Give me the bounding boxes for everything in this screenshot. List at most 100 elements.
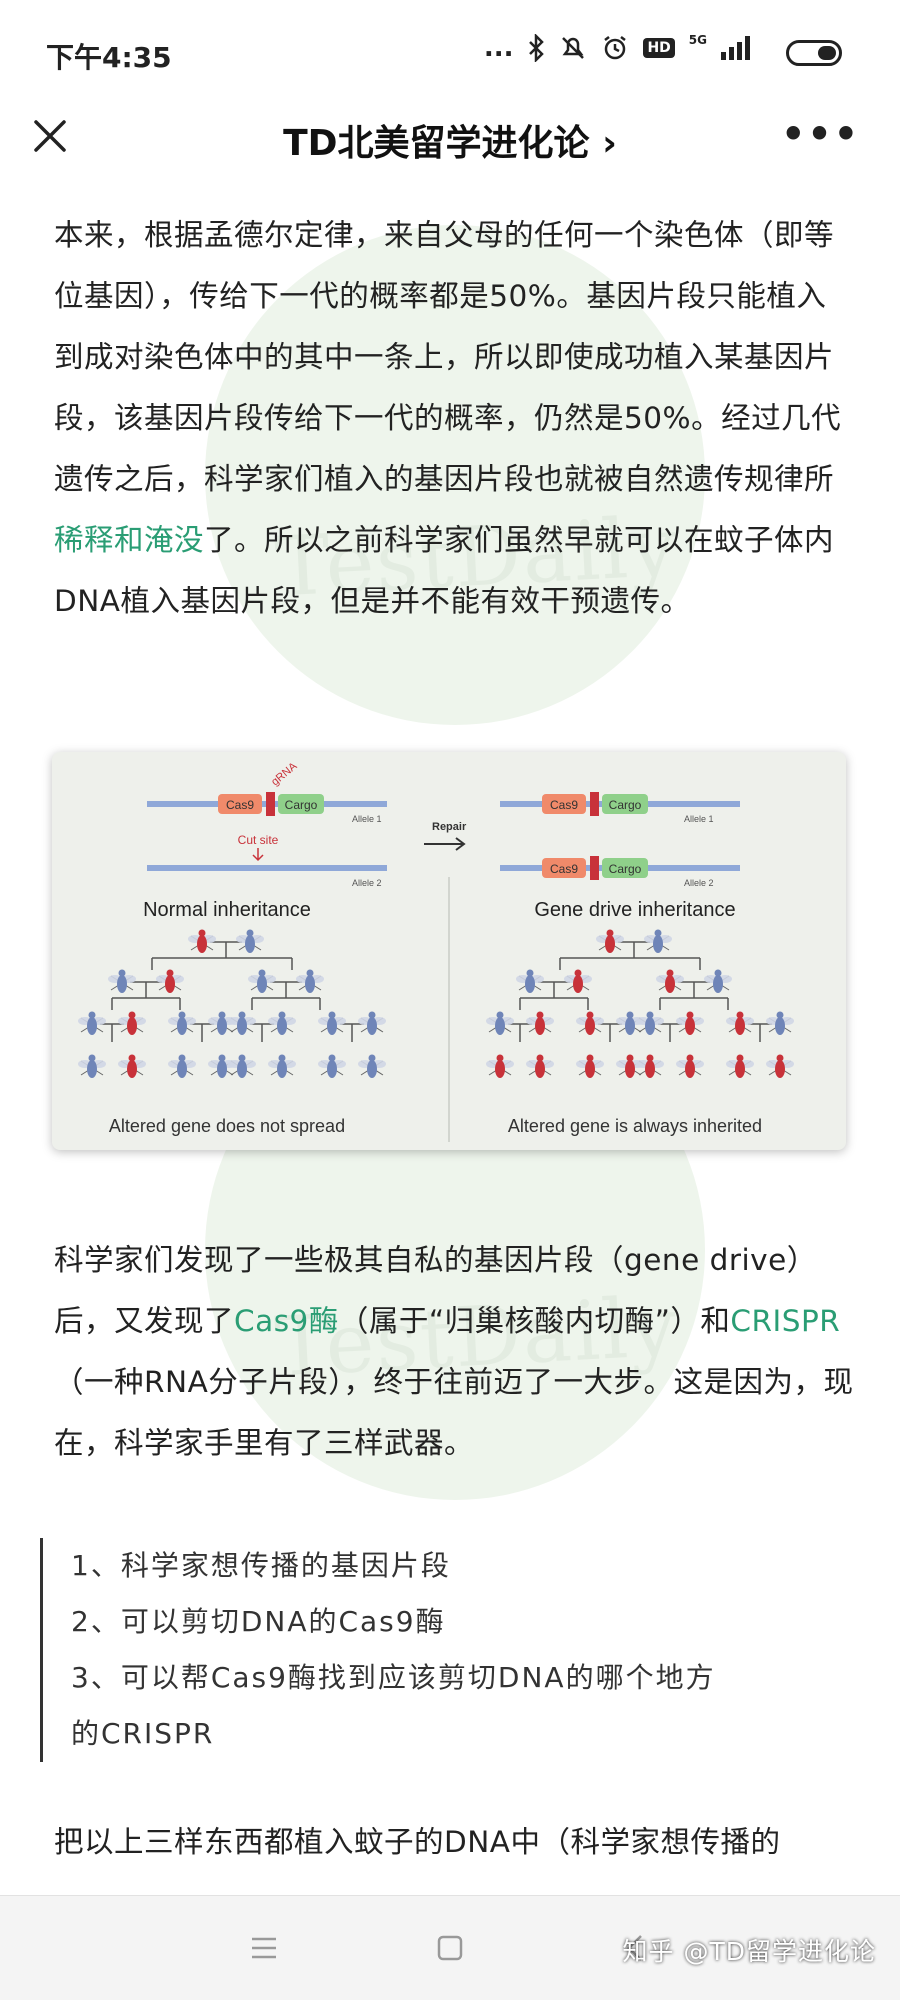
list-item: 1、科学家想传播的基因片段: [71, 1549, 451, 1582]
normal-inheritance-title: Normal inheritance: [143, 899, 311, 921]
mosquito-icon: [636, 1054, 664, 1078]
mosquito-icon: [358, 1011, 386, 1035]
mosquito-icon: [108, 969, 136, 993]
mosquito-icon: [188, 929, 216, 953]
mosquito-icon: [526, 1011, 554, 1035]
list-item: 3、可以帮Cas9酶找到应该剪切DNA的哪个地方: [71, 1661, 716, 1694]
mosquito-icon: [766, 1054, 794, 1078]
cargo-box-right-2: [602, 858, 648, 878]
allele2-label-right: Allele 2: [684, 878, 714, 888]
status-bar: 下午4:35 ... HD 5G: [0, 0, 900, 105]
normal-caption: Altered gene does not spread: [109, 1116, 345, 1136]
paragraph-3: 把以上三样东西都植入蚊子的DNA中（科学家想传播的: [54, 1825, 781, 1859]
cas9-box-left: [218, 794, 262, 814]
cut-site-arrow: [252, 848, 264, 862]
mosquito-icon: [318, 1054, 346, 1078]
mosquito-icon: [526, 1054, 554, 1078]
cas9-label-right-1: Cas9: [550, 798, 578, 812]
mosquito-icon: [576, 1011, 604, 1035]
watermark-circle-top: [205, 225, 705, 725]
paragraph-2: 科学家们发现了一些极其自私的基因片段（gene drive）后，又发现了Cas9…: [54, 1230, 854, 1474]
paragraph-1-text: 本来，根据孟德尔定律，来自父母的任何一个染色体（即等位基因），传给下一代的概率都…: [54, 218, 842, 496]
allele2-label-left: Allele 2: [352, 878, 382, 888]
mosquito-icon: [596, 929, 624, 953]
network-label: 5G: [688, 33, 707, 47]
cas9-box-right-1: [542, 794, 586, 814]
cargo-label-right-1: Cargo: [609, 798, 642, 812]
mosquito-icon: [644, 929, 672, 953]
mute-bell-icon: [562, 37, 585, 59]
link-cas9[interactable]: Cas9酶: [234, 1304, 339, 1338]
back-icon[interactable]: [614, 1926, 658, 1970]
mosquito-icon: [704, 969, 732, 993]
mosquito-icon: [168, 1054, 196, 1078]
highlight-dilute: 稀释和淹没: [54, 523, 205, 557]
close-icon[interactable]: [28, 114, 72, 158]
alarm-icon: [604, 36, 627, 60]
gene-drive-figure[interactable]: Cas9 gRNA Cargo Allele 1 Cut site Allele…: [52, 752, 846, 1150]
mosquito-icon: [248, 969, 276, 993]
cargo-label-left: Cargo: [285, 798, 318, 812]
grna-marker-right-1: [590, 792, 599, 816]
mosquito-icon: [236, 929, 264, 953]
top-nav: TD北美留学进化论 › •••: [0, 100, 900, 180]
cas9-label-right-2: Cas9: [550, 862, 578, 876]
mosquito-icon: [726, 1011, 754, 1035]
paragraph-1: 本来，根据孟德尔定律，来自父母的任何一个染色体（即等位基因），传给下一代的概率都…: [54, 205, 854, 632]
list-item: 的CRISPR: [71, 1717, 215, 1750]
mosquito-icon: [516, 969, 544, 993]
mosquito-icon: [358, 1054, 386, 1078]
paragraph-1-text-end: 了。所以之前科学家们虽然早就可以在蚊子体内DNA植入基因片段，但是并不能有效干预…: [54, 523, 835, 618]
mosquito-icon: [268, 1054, 296, 1078]
status-icons: ... HD 5G: [484, 33, 750, 63]
mosquito-icon: [726, 1054, 754, 1078]
article-body: 本来，根据孟德尔定律，来自父母的任何一个染色体（即等位基因），传给下一代的概率都…: [54, 205, 854, 632]
mosquito-icon: [168, 1011, 196, 1035]
cas9-box-right-2: [542, 858, 586, 878]
cas9-label-left: Cas9: [226, 798, 254, 812]
mosquito-icon: [78, 1054, 106, 1078]
link-crispr[interactable]: CRISPR: [730, 1304, 841, 1338]
mosquito-icon: [676, 1011, 704, 1035]
cargo-box-left: [278, 794, 324, 814]
bluetooth-icon: [529, 34, 545, 62]
grna-marker-right-2: [590, 856, 599, 880]
mosquito-icon: [118, 1011, 146, 1035]
mosquito-icon: [118, 1054, 146, 1078]
list-item: 2、可以剪切DNA的Cas9酶: [71, 1605, 446, 1638]
repair-arrow: [424, 837, 466, 851]
gene-drive-caption: Altered gene is always inherited: [508, 1116, 762, 1136]
pedigree-gene-drive: [486, 929, 794, 1078]
signal-icon: [721, 36, 750, 60]
mosquito-icon: [636, 1011, 664, 1035]
cargo-label-right-2: Cargo: [609, 862, 642, 876]
mosquito-icon: [296, 969, 324, 993]
mosquito-icon: [156, 969, 184, 993]
cargo-box-right-1: [602, 794, 648, 814]
allele1-label-left: Allele 1: [352, 814, 382, 824]
grna-label: gRNA: [269, 760, 300, 788]
home-icon[interactable]: [428, 1926, 472, 1970]
mosquito-icon: [486, 1011, 514, 1035]
system-nav-bar: 知乎 @TD留学进化论: [0, 1895, 900, 2000]
paragraph-2-text-a: 科学家们发现了一些极其自私的基因片段（gene drive）后，又发现了: [54, 1243, 817, 1338]
paragraph-2-text-c: （一种RNA分子片段），终于往前迈了一大步。这是因为，现在，科学家手里有了三样武…: [54, 1365, 854, 1460]
hd-badge: HD: [643, 38, 675, 58]
mosquito-icon: [78, 1011, 106, 1035]
account-title[interactable]: TD北美留学进化论 ›: [283, 123, 617, 164]
cut-site-label: Cut site: [238, 833, 279, 847]
article-body-3: 把以上三样东西都植入蚊子的DNA中（科学家想传播的: [54, 1812, 854, 1873]
more-dots: ...: [483, 33, 514, 63]
battery-icon: [786, 40, 842, 66]
mosquito-icon: [766, 1011, 794, 1035]
mosquito-icon: [268, 1011, 296, 1035]
more-options-icon[interactable]: •••: [781, 112, 860, 156]
mosquito-icon: [564, 969, 592, 993]
mosquito-icon: [576, 1054, 604, 1078]
mosquito-icon: [228, 1011, 256, 1035]
menu-icon[interactable]: [242, 1926, 286, 1970]
mosquito-icon: [486, 1054, 514, 1078]
pedigree-normal: [78, 929, 386, 1078]
mosquito-icon: [656, 969, 684, 993]
repair-label: Repair: [432, 821, 467, 833]
